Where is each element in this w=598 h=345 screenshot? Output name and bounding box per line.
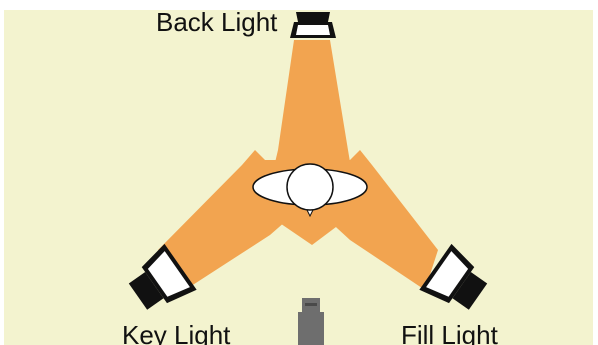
key-light-label: Key Light <box>122 320 231 345</box>
fill-light-label: Fill Light <box>401 320 499 345</box>
back-light-icon <box>290 12 336 38</box>
back-light-label: Back Light <box>156 7 278 37</box>
